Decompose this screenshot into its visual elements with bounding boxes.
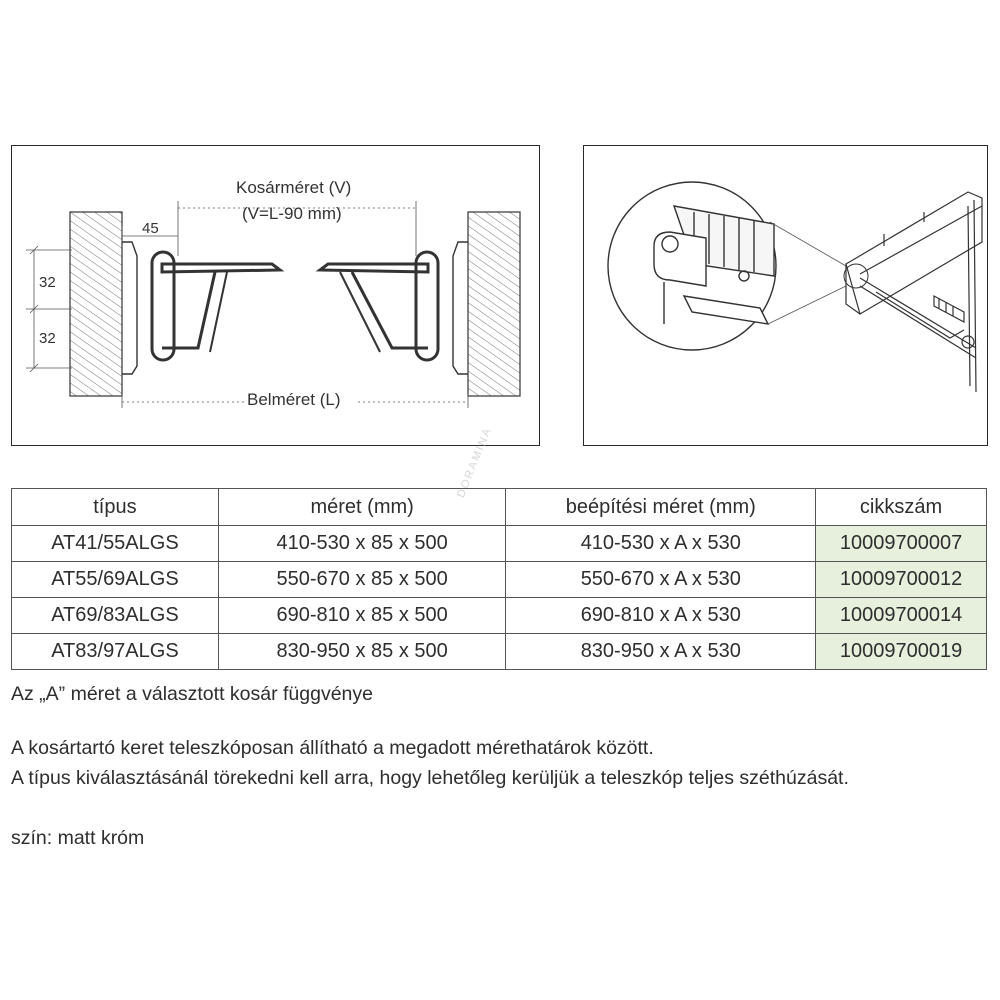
basket-size-label: Kosárméret (V) <box>236 178 352 197</box>
cell-article-number: 10009700014 <box>815 597 987 634</box>
table-row: AT69/83ALGS 690-810 x 85 x 500 690-810 x… <box>11 597 987 634</box>
cell-size: 690-810 x 85 x 500 <box>217 597 507 634</box>
note-telescopic-1: A kosártartó keret teleszkóposan állítha… <box>11 737 654 759</box>
right-clip <box>414 250 440 362</box>
table-row: AT41/55ALGS 410-530 x 85 x 500 410-530 x… <box>11 525 987 562</box>
dimension-drawing-panel: Kosárméret (V) (V=L-90 mm) Belméret (L) … <box>11 145 540 446</box>
cell-install-size: 550-670 x A x 530 <box>505 561 817 598</box>
cell-size: 830-950 x 85 x 500 <box>217 633 507 670</box>
cell-type: AT55/69ALGS <box>11 561 219 598</box>
basket-frame <box>845 191 983 393</box>
cell-type: AT69/83ALGS <box>11 597 219 634</box>
header-type: típus <box>11 488 219 526</box>
dim-32-bottom-label: 32 <box>39 330 56 347</box>
perspective-drawing-panel <box>583 145 988 446</box>
left-frame-profile <box>122 241 138 375</box>
cell-install-size: 690-810 x A x 530 <box>505 597 817 634</box>
basket-formula-label: (V=L-90 mm) <box>242 204 342 223</box>
right-bracket <box>350 271 428 350</box>
dim-45-label: 45 <box>142 220 159 237</box>
note-telescopic-2: A típus kiválasztásánál törekedni kell a… <box>11 767 849 789</box>
table-row: AT83/97ALGS 830-950 x 85 x 500 830-950 x… <box>11 633 987 670</box>
inner-size-label: Belméret (L) <box>247 390 341 409</box>
header-size: méret (mm) <box>217 488 507 526</box>
cell-type: AT83/97ALGS <box>11 633 219 670</box>
note-color: szín: matt króm <box>11 827 145 849</box>
cell-size: 550-670 x 85 x 500 <box>217 561 507 598</box>
right-wall <box>467 211 521 397</box>
cell-article-number: 10009700007 <box>815 525 987 562</box>
cell-size: 410-530 x 85 x 500 <box>217 525 507 562</box>
cell-article-number: 10009700012 <box>815 561 987 598</box>
header-article-number: cikkszám <box>815 488 987 526</box>
cell-install-size: 410-530 x A x 530 <box>505 525 817 562</box>
dimension-drawing <box>26 201 521 408</box>
right-rail-top <box>315 262 430 274</box>
left-bracket <box>162 271 217 350</box>
cell-article-number: 10009700019 <box>815 633 987 670</box>
header-install-size: beépítési méret (mm) <box>505 488 817 526</box>
table-row: AT55/69ALGS 550-670 x 85 x 500 550-670 x… <box>11 561 987 598</box>
right-frame-profile <box>452 241 468 375</box>
left-rail-top <box>160 262 285 274</box>
left-wall <box>69 211 123 397</box>
cell-type: AT41/55ALGS <box>11 525 219 562</box>
cell-install-size: 830-950 x A x 530 <box>505 633 817 670</box>
dim-32-top-label: 32 <box>39 274 56 291</box>
detail-profile <box>653 205 775 325</box>
perspective-drawing <box>607 181 983 393</box>
note-a-size: Az „A” méret a választott kosár függvény… <box>11 683 373 705</box>
spec-table: típus méret (mm) beépítési méret (mm) ci… <box>11 488 987 670</box>
table-header-row: típus méret (mm) beépítési méret (mm) ci… <box>11 488 987 526</box>
left-clip <box>150 250 176 362</box>
